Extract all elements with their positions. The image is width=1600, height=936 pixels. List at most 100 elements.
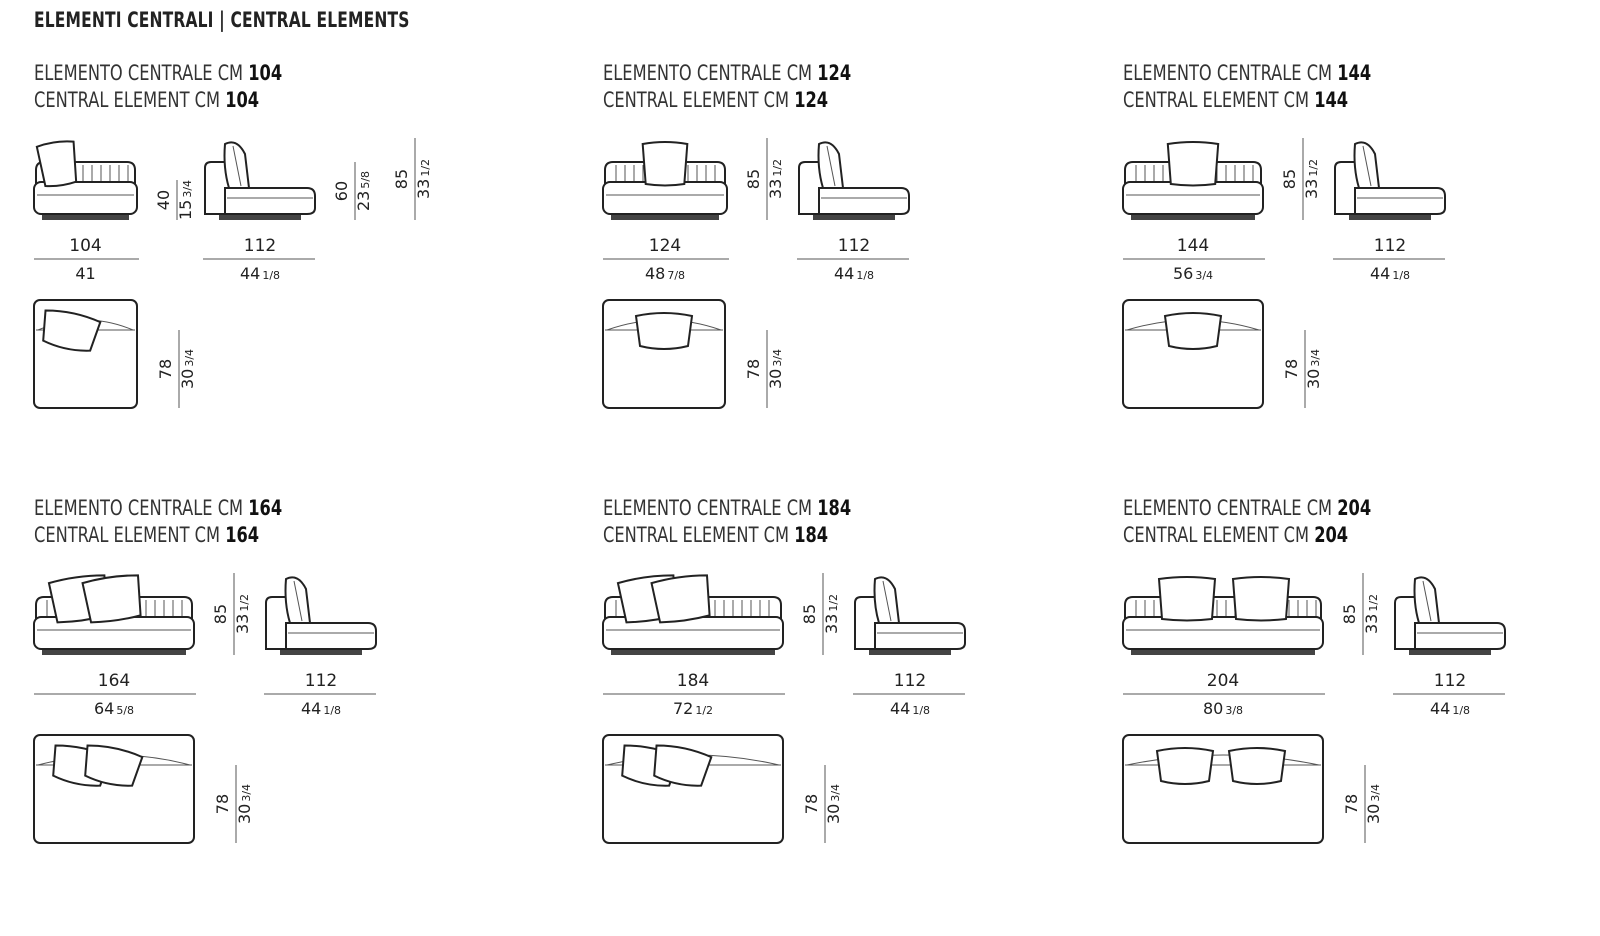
depth-cm-label: 112 <box>305 671 337 691</box>
heading-italian: ELEMENTO CENTRALE CM 104 <box>34 61 283 85</box>
plan-view <box>33 734 195 844</box>
pillow-fold <box>882 580 892 622</box>
plan-pillow-icon <box>1155 747 1215 785</box>
heading-italian: ELEMENTO CENTRALE CM 124 <box>603 61 852 85</box>
depth-cm-label: 112 <box>244 236 276 256</box>
plan-depth-in-label: 303/4 <box>766 349 785 389</box>
front-view <box>33 140 138 220</box>
plan-depth-cm-label: 78 <box>744 359 763 379</box>
front-view <box>1122 141 1264 220</box>
depth-cm-label: 112 <box>894 671 926 691</box>
heading-english: CENTRAL ELEMENT CM 204 <box>1123 523 1349 547</box>
plan-pillow-icon <box>634 312 694 350</box>
depth-cm-label: 112 <box>1434 671 1466 691</box>
height-cm-label: 85 <box>1280 169 1299 189</box>
side-view <box>204 141 316 220</box>
pillow-fold <box>232 145 242 187</box>
plan-pillow-icon <box>42 309 102 352</box>
base-plinth <box>813 214 895 220</box>
back-pillow-icon <box>1157 576 1217 622</box>
front-view <box>1122 576 1324 655</box>
base-plinth <box>869 649 951 655</box>
front-view <box>602 574 784 655</box>
base-plinth <box>1131 214 1255 220</box>
seat-cushion <box>1122 616 1324 650</box>
base-plinth <box>42 649 186 655</box>
seat-cushion <box>33 181 138 215</box>
plan-pillow-icon <box>1163 312 1223 350</box>
depth-cm-label: 112 <box>1374 236 1406 256</box>
pillow-fold <box>1422 580 1432 622</box>
back-pillow-icon <box>641 141 689 187</box>
width-cm-label: 144 <box>1177 236 1209 256</box>
height-in-label: 331/2 <box>1302 159 1321 199</box>
base-plinth <box>611 649 775 655</box>
plan-depth-in-label: 303/4 <box>1304 349 1323 389</box>
arm-height-cm-label: 60 <box>332 181 351 201</box>
front-view <box>33 574 195 655</box>
heading-italian: ELEMENTO CENTRALE CM 144 <box>1123 61 1372 85</box>
heading-english: CENTRAL ELEMENT CM 184 <box>603 523 829 547</box>
height-cm-label: 85 <box>800 604 819 624</box>
heading-english: CENTRAL ELEMENT CM 104 <box>34 88 260 112</box>
seat-cushion <box>602 181 728 215</box>
backrest-outline <box>1124 596 1322 635</box>
plan-depth-cm-label: 78 <box>1282 359 1301 379</box>
page-title: ELEMENTI CENTRALI | CENTRAL ELEMENTS <box>34 8 410 32</box>
back-height-in-label: 331/2 <box>414 159 433 199</box>
height-in-label: 331/2 <box>822 594 841 634</box>
heading-italian: ELEMENTO CENTRALE CM 164 <box>34 496 283 520</box>
heading-italian: ELEMENTO CENTRALE CM 184 <box>603 496 852 520</box>
plan-depth-in-label: 303/4 <box>824 784 843 824</box>
pillow-fold <box>293 580 303 622</box>
plan-depth-in-label: 303/4 <box>178 349 197 389</box>
side-view <box>798 141 910 220</box>
plan-outline <box>1122 299 1264 409</box>
back-height-cm-label: 85 <box>392 169 411 189</box>
height-cm-label: 85 <box>744 169 763 189</box>
seat-side <box>1354 187 1446 215</box>
height-cm-label: 85 <box>1340 604 1359 624</box>
side-view <box>1394 576 1506 655</box>
width-cm-label: 124 <box>649 236 681 256</box>
height-cm-label: 85 <box>211 604 230 624</box>
arm-height-in-label: 235/8 <box>354 171 373 211</box>
back-pillow-icon <box>1166 141 1220 187</box>
plan-outline <box>1122 734 1324 844</box>
seat-side <box>285 622 377 650</box>
depth-cm-label: 112 <box>838 236 870 256</box>
base-plinth <box>1131 649 1315 655</box>
seat-side <box>874 622 966 650</box>
seat-side <box>818 187 910 215</box>
backrest-outline <box>35 161 136 200</box>
seat-height-cm-label: 40 <box>154 190 173 210</box>
plan-view <box>1122 299 1264 409</box>
width-cm-label: 104 <box>69 236 101 256</box>
plan-view <box>602 734 784 844</box>
height-in-label: 331/2 <box>766 159 785 199</box>
width-in-label: 41 <box>75 264 95 283</box>
height-in-label: 331/2 <box>233 594 252 634</box>
front-view <box>602 141 728 220</box>
base-plinth <box>1409 649 1491 655</box>
